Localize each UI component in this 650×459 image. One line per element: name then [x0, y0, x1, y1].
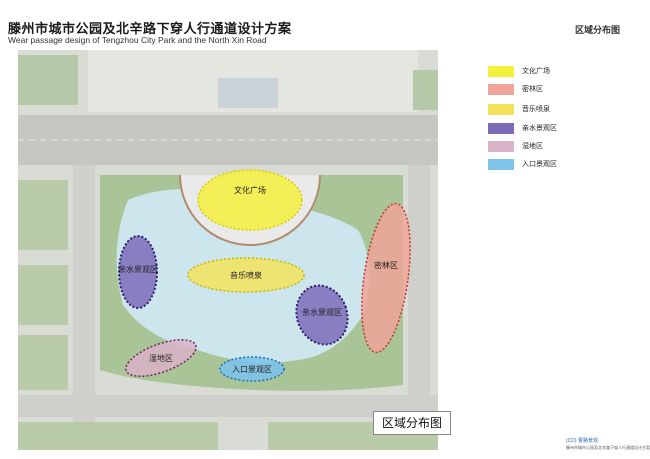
- legend-item-entrance: 入口景观区: [488, 159, 608, 171]
- east-road: [408, 165, 430, 450]
- zone-wetland: [125, 338, 197, 378]
- legend-item-wetland: 湿地区: [488, 141, 608, 153]
- legend-label: 入口景观区: [522, 161, 557, 168]
- zone-label-music-fountain: 音乐喷泉: [230, 270, 262, 280]
- legend-swatch: [488, 66, 514, 77]
- legend-swatch: [488, 84, 514, 95]
- green-block-nw: [18, 55, 78, 105]
- page-title: 滕州市城市公园及北辛路下穿人行通道设计方案: [8, 21, 292, 36]
- green-block-w1: [18, 180, 68, 250]
- zone-dense-forest: [361, 202, 411, 354]
- legend-label: 亲水景观区: [522, 125, 557, 132]
- page-subtitle-en: Wear passage design of Tengzhou City Par…: [8, 35, 267, 45]
- company-logo: (CD) 曹路景观: [566, 438, 598, 444]
- map-caption: 区域分布图: [373, 411, 451, 435]
- green-block-ne: [413, 70, 438, 110]
- legend-label: 音乐喷泉: [522, 106, 550, 113]
- legend-item-waterfront: 亲水景观区: [488, 123, 608, 135]
- legend-swatch: [488, 141, 514, 152]
- zone-entrance: [219, 356, 285, 382]
- zone-culture-plaza: [197, 169, 303, 231]
- footer-subtext: 滕州市城市公园及北辛路下穿人行通道设计方案: [566, 445, 650, 450]
- legend-label: 密林区: [522, 86, 543, 93]
- south-road: [18, 395, 438, 417]
- legend-item-dense-forest: 密林区: [488, 84, 608, 96]
- zone-label-wetland: 湿地区: [149, 353, 173, 363]
- legend-swatch: [488, 123, 514, 134]
- zone-waterfront-east: [295, 284, 349, 346]
- zone-label-waterfront-east: 亲水景观区: [302, 307, 342, 317]
- site-plan-drawing: 文化广场 音乐喷泉 亲水景观区 亲水景观区 密林区 湿地区 入口景观区: [18, 50, 438, 450]
- legend-item-culture-plaza: 文化广场: [488, 66, 608, 78]
- zone-label-dense-forest: 密林区: [374, 260, 398, 270]
- zone-label-culture-plaza: 文化广场: [234, 185, 266, 195]
- green-block-w2: [18, 265, 68, 325]
- legend-label: 湿地区: [522, 143, 543, 150]
- zone-label-entrance: 入口景观区: [232, 365, 272, 374]
- legend-item-music-fountain: 音乐喷泉: [488, 104, 608, 116]
- section-tag: 区域分布图: [574, 25, 620, 35]
- north-building: [218, 78, 278, 108]
- green-block-s1: [18, 422, 218, 450]
- zone-music-fountain: [187, 257, 305, 293]
- legend-label: 文化广场: [522, 68, 550, 75]
- legend-swatch: [488, 104, 514, 115]
- west-road: [73, 165, 95, 450]
- legend-swatch: [488, 159, 514, 170]
- zone-label-waterfront-west: 亲水景观区: [118, 264, 158, 274]
- site-plan-map: 文化广场 音乐喷泉 亲水景观区 亲水景观区 密林区 湿地区 入口景观区: [18, 50, 438, 450]
- green-block-w3: [18, 335, 68, 390]
- zone-waterfront-west: [118, 235, 158, 309]
